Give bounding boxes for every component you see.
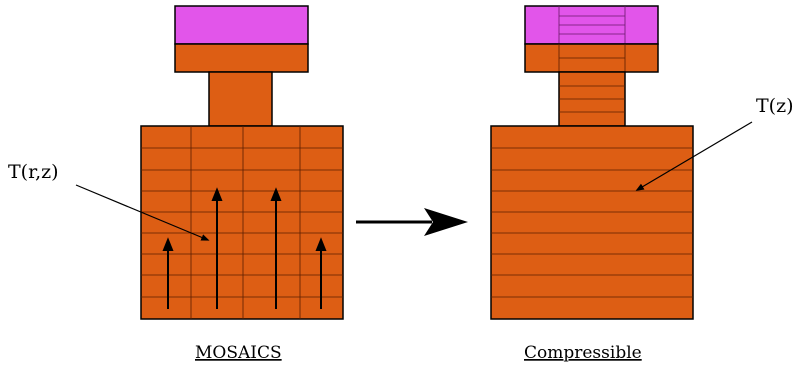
mosaics-caption: MOSAICS	[195, 343, 282, 363]
compressible-neck-grid	[559, 85, 625, 113]
compressible-label-pointer	[635, 121, 753, 191]
compressible-main-block	[490, 125, 694, 320]
mosaics-upper-block	[174, 43, 309, 73]
mosaics-field-label: T(r,z)	[8, 161, 59, 183]
mosaics-grid-rows	[141, 147, 343, 298]
transition-arrow	[356, 208, 468, 236]
compressible-model: T(z) Compressible	[490, 5, 794, 363]
mosaics-grid-columns	[190, 126, 301, 319]
mosaics-label-pointer	[75, 184, 210, 241]
compressible-caption: Compressible	[524, 343, 642, 363]
mosaics-cap	[174, 5, 309, 45]
compressible-upper-grid	[558, 44, 626, 72]
mosaics-model: T(r,z) MOSAICS	[8, 5, 344, 363]
compressible-grid-rows	[491, 147, 693, 298]
mosaics-flow-arrows	[162, 187, 327, 309]
mosaics-main-block	[140, 125, 344, 320]
compressible-field-label: T(z)	[756, 95, 794, 117]
mosaics-neck	[208, 71, 273, 127]
compressible-cap-grid	[558, 6, 626, 44]
